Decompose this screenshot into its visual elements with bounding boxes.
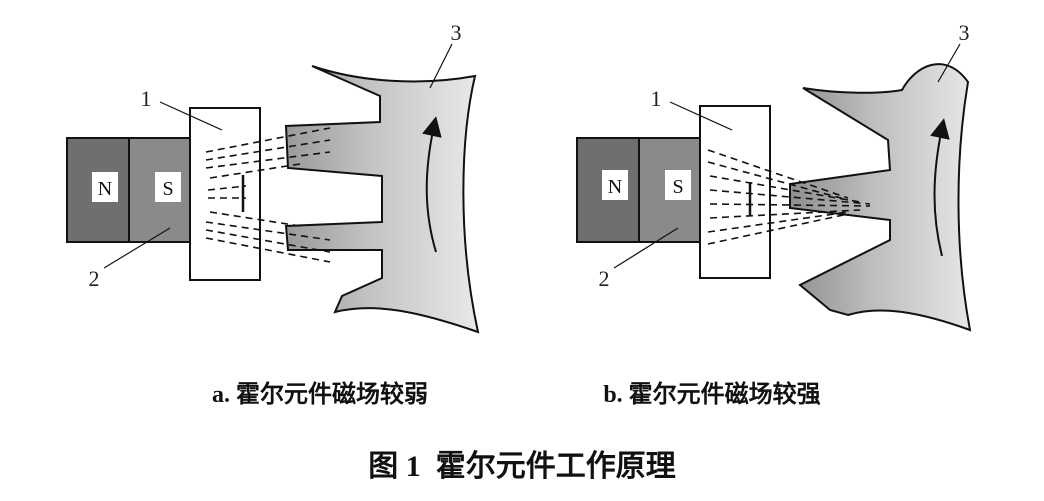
hall-element-a — [189, 107, 261, 281]
label-rotor-a: 3 — [451, 20, 462, 45]
label-magnet-b: 2 — [599, 266, 610, 291]
figure-caption: 图 1 霍尔元件工作原理 — [368, 450, 676, 483]
panel-b: N S 1 2 3 b. 霍尔元件磁场较强 — [576, 20, 972, 408]
panel-a: N S 1 2 3 a. 霍尔元件磁场较弱 — [66, 20, 480, 408]
caption-a: a. 霍尔元件磁场较弱 — [212, 380, 428, 408]
magnet-b: N S — [576, 137, 703, 243]
south-label-b: S — [672, 176, 683, 198]
rotor-arrow-a — [422, 116, 442, 253]
label-magnet-a: 2 — [89, 266, 100, 291]
label-hall-b: 1 — [651, 86, 662, 111]
magnet-a: N S — [66, 137, 193, 243]
flux-lines-a — [205, 127, 331, 263]
rotor-arrow-b — [930, 118, 950, 257]
label-rotor-b: 3 — [959, 20, 970, 45]
caption-b: b. 霍尔元件磁场较强 — [603, 380, 820, 408]
north-label-b: N — [608, 176, 622, 198]
south-label-a: S — [162, 178, 173, 200]
rotor-a — [284, 65, 480, 334]
north-label-a: N — [98, 178, 112, 200]
flux-lines-b — [707, 149, 871, 245]
rotor-b — [789, 63, 972, 332]
label-hall-a: 1 — [141, 86, 152, 111]
